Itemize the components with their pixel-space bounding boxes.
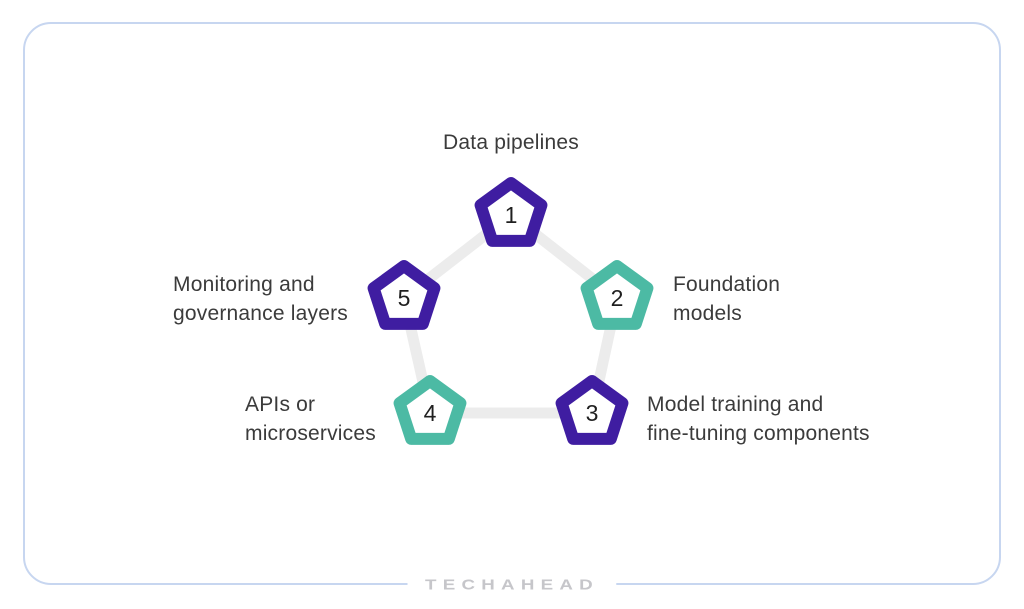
step-4-label: APIs or microservices [245,390,376,448]
step-4-pentagon: 4 [390,373,470,453]
step-5-label: Monitoring and governance layers [173,270,348,328]
step-4-number: 4 [423,399,437,426]
techahead-logo-text: TECHAHEAD [425,576,599,594]
step-label-line: Foundation [673,273,781,296]
pentagon-icon [555,375,629,445]
pentagon-icon [367,260,441,330]
pentagon-icon [580,260,654,330]
step-3-label: Model training and fine-tuning component… [647,390,870,448]
step-5-pentagon: 5 [364,258,444,338]
step-label-line: microservices [245,422,376,445]
step-label-line: Model training and [647,393,824,416]
step-label-line: APIs or [245,393,316,416]
step-3-pentagon: 3 [552,373,632,453]
step-label-line: models [673,302,742,325]
step-2-pentagon: 2 [577,258,657,338]
step-3-number: 3 [585,399,599,426]
step-1-label: Data pipelines [361,128,661,157]
step-1-number: 1 [504,201,518,228]
diagram-card-frame [23,22,1001,585]
step-2-label: Foundation models [673,270,780,328]
step-2-number: 2 [610,284,624,311]
step-label-line: Data pipelines [443,131,579,154]
step-label-line: governance layers [173,302,348,325]
step-label-line: Monitoring and [173,273,315,296]
techahead-logo: TECHAHEAD [407,572,617,598]
step-label-line: fine-tuning components [647,422,870,445]
pentagon-icon [393,375,467,445]
step-5-number: 5 [397,284,411,311]
step-1-pentagon: 1 [471,175,551,255]
pentagon-icon [474,177,548,247]
